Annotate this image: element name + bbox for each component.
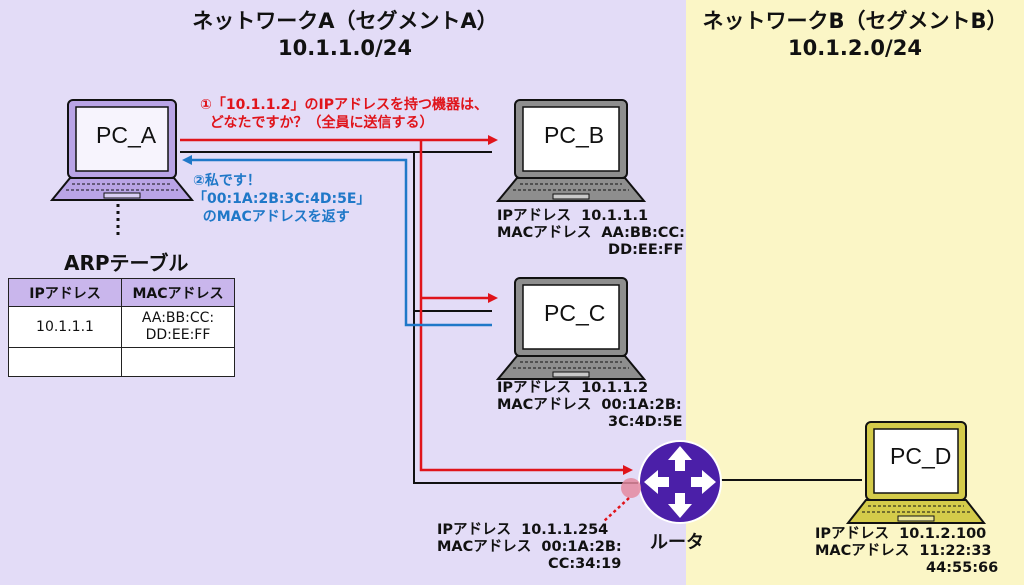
arp-header-mac: MACアドレス [121, 278, 235, 307]
arp-cell-empty-ip [8, 347, 122, 377]
table-row [8, 347, 235, 377]
arp-table-title: ARPテーブル [64, 251, 189, 275]
router-label: ルータ [650, 532, 704, 553]
arp-table: IPアドレス MACアドレス 10.1.1.1 AA:BB:CC: DD:EE:… [8, 278, 235, 377]
network-a-name: ネットワークA（セグメントA） [192, 9, 498, 33]
network-b-segment [686, 0, 1024, 585]
arp-cell-ip: 10.1.1.1 [8, 306, 122, 348]
pc-c-info: IPアドレス 10.1.1.2 MACアドレス 00:1A:2B: 3C:4D:… [497, 380, 683, 430]
laptop-pc-a [49, 99, 195, 201]
laptop-pc-c [495, 277, 647, 380]
network-a-title: ネットワークA（セグメントA） 10.1.1.0/24 [180, 8, 510, 62]
request-path [180, 135, 633, 475]
router-port-dot [621, 478, 641, 498]
network-b-name: ネットワークB（セグメントB） [702, 9, 1008, 33]
table-row: 10.1.1.1 AA:BB:CC: DD:EE:FF [8, 306, 235, 348]
arp-cell-empty-mac [121, 347, 235, 377]
pc-d-info: IPアドレス 10.1.2.100 MACアドレス 11:22:33 44:55… [815, 526, 999, 576]
network-a-subnet: 10.1.1.0/24 [278, 36, 412, 60]
pc-a-name: PC_A [96, 122, 157, 148]
laptop-pc-d [845, 421, 987, 524]
network-b-title: ネットワークB（セグメントB） 10.1.2.0/24 [690, 8, 1020, 62]
pc-c-name: PC_C [544, 300, 606, 326]
reply-path [182, 155, 492, 327]
network-cables [180, 151, 862, 484]
arp-table-header-row: IPアドレス MACアドレス [8, 278, 235, 307]
router-info: IPアドレス 10.1.1.254 MACアドレス 00:1A:2B: CC:3… [437, 522, 622, 572]
pc-d-name: PC_D [890, 443, 952, 469]
pc-b-info: IPアドレス 10.1.1.1 MACアドレス AA:BB:CC: DD:EE:… [497, 208, 685, 258]
arp-request-message: ①「10.1.1.2」のIPアドレスを持つ機器は、 どなたですか？（全員に送信す… [200, 97, 488, 131]
request-arrow-router [419, 140, 633, 475]
cable-trunk [413, 152, 640, 484]
laptop-pc-b [495, 99, 647, 202]
network-b-subnet: 10.1.2.0/24 [788, 36, 922, 60]
pc-b-name: PC_B [544, 122, 605, 148]
router-icon [621, 440, 722, 524]
router-port-leader [602, 497, 630, 523]
arp-cell-mac: AA:BB:CC: DD:EE:FF [121, 306, 235, 348]
arp-header-ip: IPアドレス [8, 278, 122, 307]
arp-reply-message: ②私です！ 「00:1A:2B:3C:4D:5E」 のMACアドレスを返す [193, 173, 371, 225]
reply-arrow [182, 155, 492, 327]
